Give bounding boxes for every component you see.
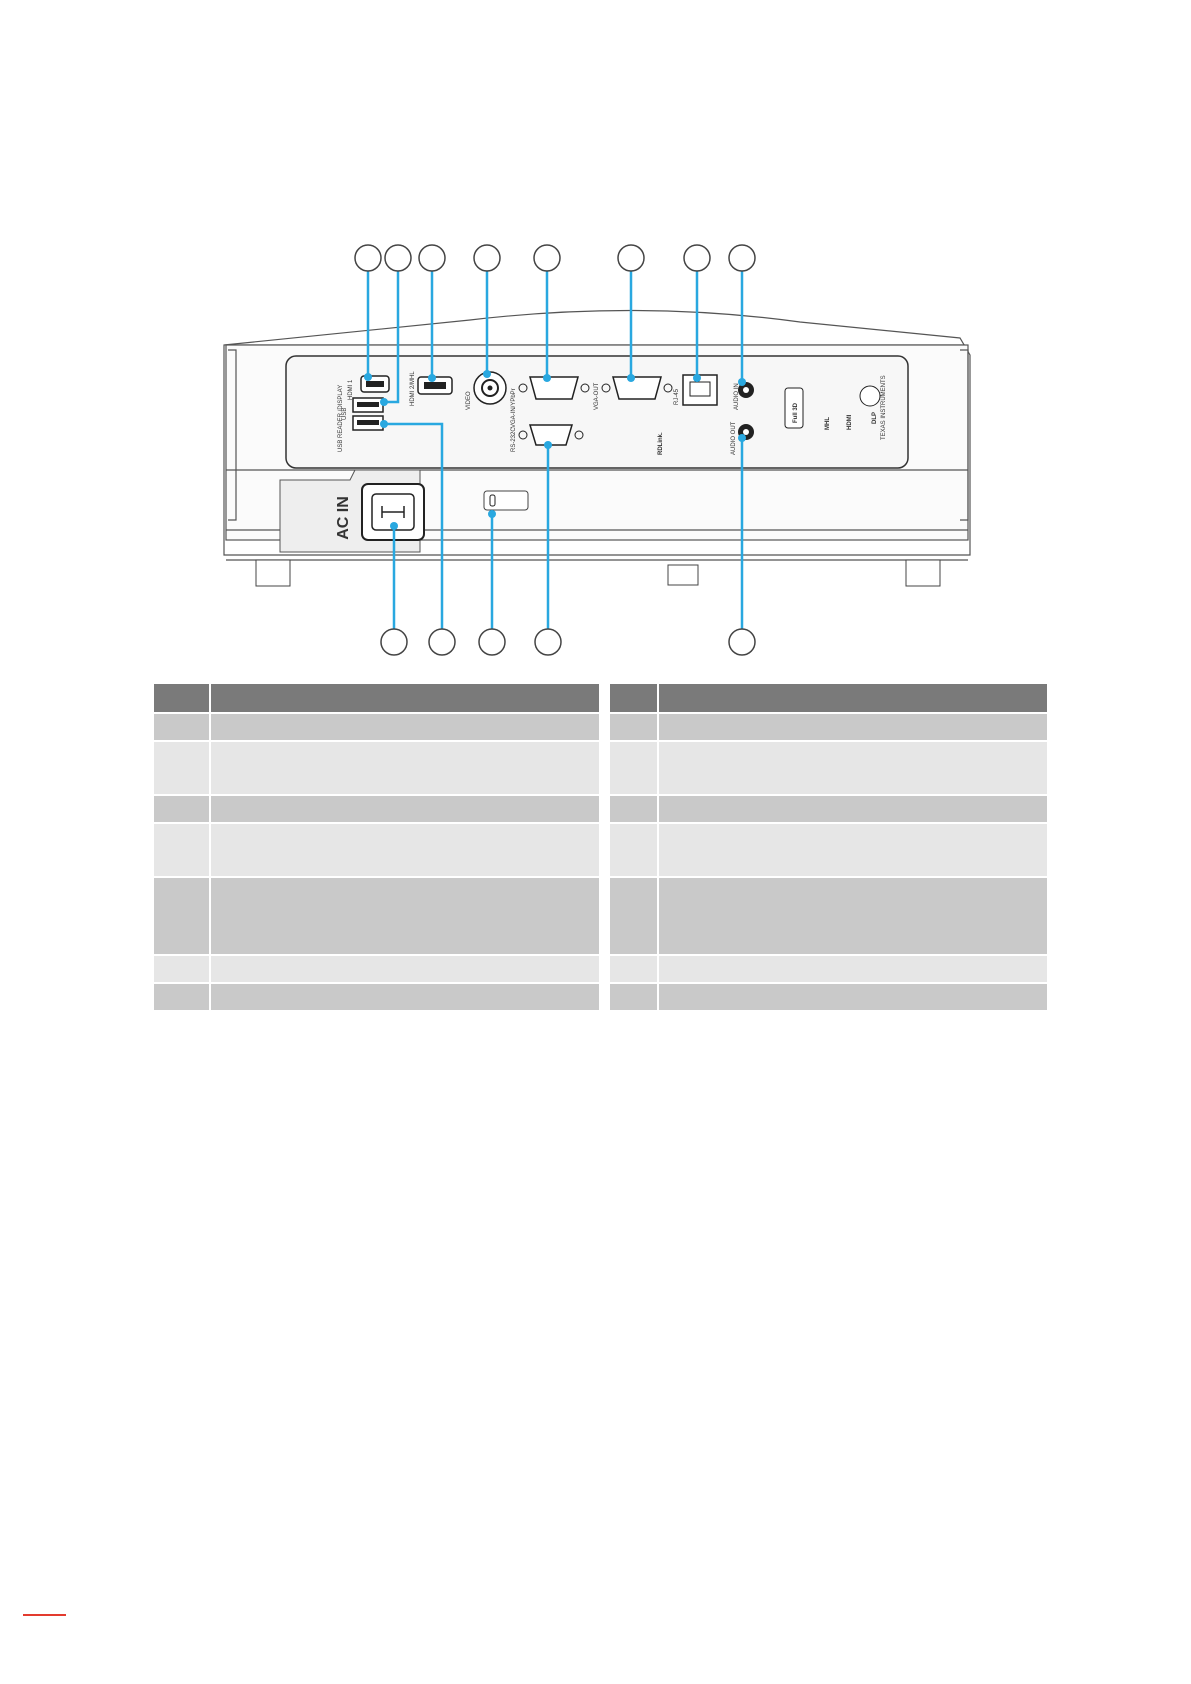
callout-marker: [478, 628, 506, 656]
table-row: [610, 713, 1047, 741]
video-label: VIDEO: [466, 391, 472, 410]
hdmi-2-mhl-label: HDMI 2/MHL: [410, 371, 416, 406]
callout-marker: [354, 244, 382, 272]
table-header: [154, 684, 599, 713]
callout-marker: [473, 244, 501, 272]
rdlink-logo: RDLink.: [658, 432, 664, 455]
callout-marker: [380, 628, 408, 656]
callout-marker: [728, 244, 756, 272]
callout-marker: [533, 244, 561, 272]
footer-accent-rule: [23, 1614, 66, 1616]
table-row: [154, 955, 599, 983]
callout-marker: [728, 628, 756, 656]
hdmi-logo: HDMI: [847, 414, 853, 430]
rj45-label: RJ-45: [674, 388, 680, 405]
table-row: [154, 795, 599, 823]
callout-marker: [384, 244, 412, 272]
table-row: [154, 823, 599, 877]
rs232c-port: [518, 424, 584, 446]
projector-rear-panel-diagram: AC IN: [223, 244, 971, 656]
mhl-logo: MHL: [825, 417, 831, 430]
callout-marker: [683, 244, 711, 272]
usb-port: [352, 397, 384, 413]
full3d-logo-frame: [784, 387, 804, 429]
callout-table-left: [154, 684, 599, 1012]
vga-out-label: VGA-OUT: [594, 382, 600, 410]
table-row: [610, 877, 1047, 955]
vga-out-port: [601, 376, 673, 400]
callout-dots: [364, 370, 746, 530]
table-row: [154, 983, 599, 1011]
callout-markers: [354, 244, 756, 656]
texas-instruments-logo: TEXAS INSTRUMENTS: [881, 375, 887, 440]
full3d-logo: Full 3D: [793, 402, 799, 423]
video-port: [473, 371, 507, 405]
table-row: [610, 983, 1047, 1011]
rs232c-label: RS-232C: [511, 427, 517, 452]
usb-reader-display-label: USB READER /DISPLAY: [338, 385, 344, 452]
callout-lines: [366, 270, 744, 630]
usb-label: USB: [342, 408, 348, 420]
projector-feet: [255, 559, 941, 587]
table-row: [610, 955, 1047, 983]
ac-in-block: [279, 469, 425, 553]
audio-out-label: AUDIO OUT: [731, 421, 737, 455]
callout-marker: [418, 244, 446, 272]
table-header: [610, 684, 1047, 713]
kensington-lock: [483, 490, 529, 511]
table-row: [610, 741, 1047, 795]
audio-in-label: AUDIO IN: [734, 383, 740, 410]
dlp-logo-ring: [859, 385, 881, 407]
hdmi-1-label: HDMI 1: [348, 379, 354, 400]
ac-in-label: AC IN: [335, 496, 352, 540]
callout-marker: [534, 628, 562, 656]
dlp-logo: DLP: [872, 412, 878, 424]
table-row: [154, 741, 599, 795]
vga-in-port: [518, 376, 590, 400]
usb-reader-display-port: [352, 415, 384, 431]
table-row: [154, 877, 599, 955]
callout-table-right: [610, 684, 1047, 1012]
callout-marker: [617, 244, 645, 272]
table-row: [610, 795, 1047, 823]
vga-in-label: VGA-IN/YPbPr: [511, 388, 517, 428]
table-row: [610, 823, 1047, 877]
table-row: [154, 713, 599, 741]
callout-marker: [428, 628, 456, 656]
rj45-port: [682, 374, 718, 406]
